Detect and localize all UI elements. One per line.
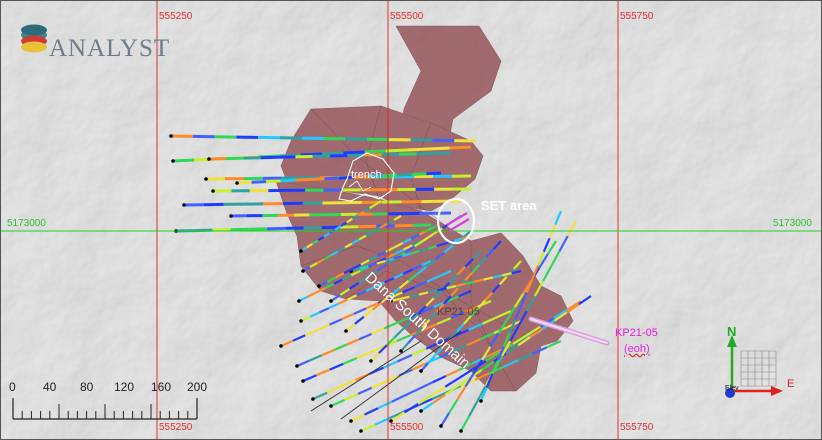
scale-label-120: 120 — [114, 380, 135, 394]
drillhole-label: KP21-05 — [615, 327, 658, 339]
easting-label-top-1: 555250 — [159, 11, 193, 22]
northing-label-left: 5173000 — [7, 218, 46, 229]
easting-label-bottom-1: 555250 — [159, 422, 193, 433]
analyst-logo-text: ANALYST — [49, 35, 171, 62]
east-arrowhead — [771, 386, 783, 396]
north-arrowhead — [727, 335, 737, 347]
scale-label-0: 0 — [9, 380, 16, 394]
axes-widget — [725, 335, 783, 398]
drillhole-eoh-label: (eoh) — [624, 343, 650, 355]
elevation-dot — [725, 388, 735, 398]
scale-label-200: 200 — [187, 380, 208, 394]
set-area-label: SET area — [481, 198, 537, 213]
trench-outline — [338, 152, 395, 202]
drillhole-traces — [169, 134, 592, 433]
east-label: E — [787, 378, 795, 390]
set-area-holes — [446, 212, 470, 232]
elev-label: Elev — [725, 385, 739, 392]
scale-bar — [12, 398, 198, 420]
analyst-logo-icon — [21, 24, 47, 53]
easting-label-bottom-3: 555750 — [620, 422, 654, 433]
trench-label: trench — [351, 169, 382, 181]
easting-label-bottom-2: 555500 — [390, 422, 424, 433]
easting-label-top-3: 555750 — [620, 11, 654, 22]
faint-hole-label: KP21-05 — [437, 306, 480, 318]
easting-label-top-2: 555500 — [390, 11, 424, 22]
trench-detail — [348, 180, 372, 192]
scale-label-80: 80 — [80, 380, 94, 394]
set-area-ellipse — [436, 197, 476, 245]
scale-label-160: 160 — [151, 380, 172, 394]
scale-label-40: 40 — [43, 380, 57, 394]
north-label: N — [727, 324, 737, 339]
northing-label-right: 5173000 — [773, 218, 812, 229]
